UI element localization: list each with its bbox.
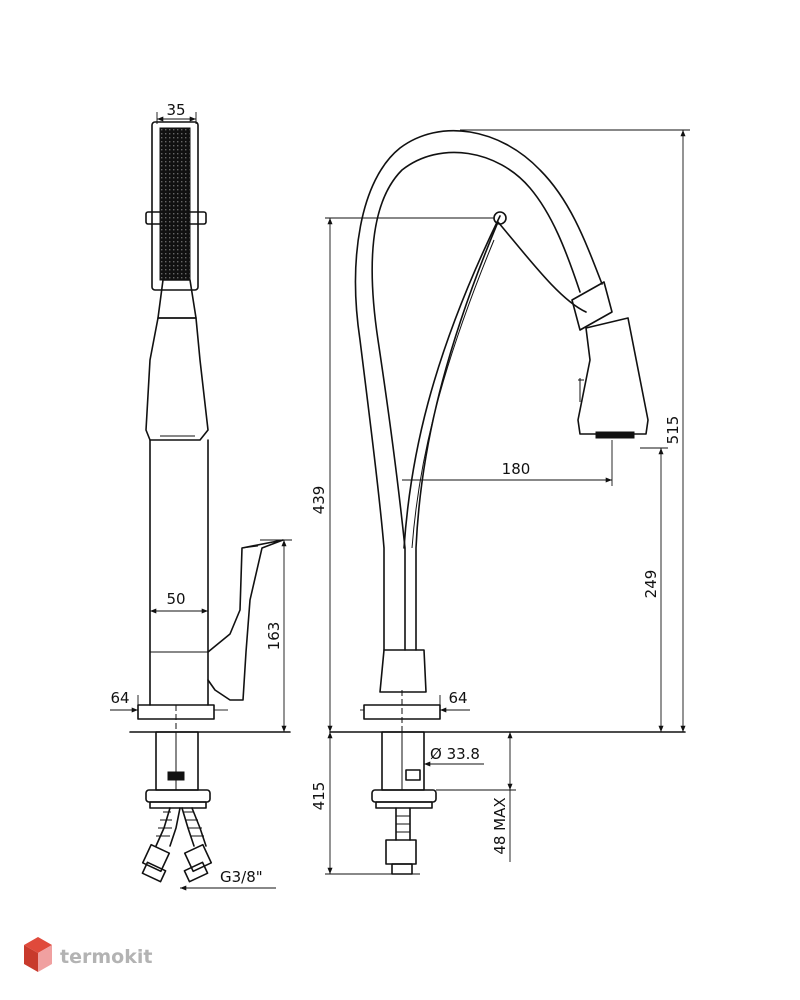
flex-hoses [141, 807, 213, 883]
dim-below-deck: 415 [310, 782, 328, 811]
spout-pivot [493, 211, 507, 225]
dim-spout-height: 439 [310, 486, 328, 515]
dim-lever-height: 163 [265, 622, 283, 651]
dim-total-height: 515 [664, 416, 682, 445]
watermark-text: termokit [60, 946, 152, 968]
spray-head [571, 281, 649, 439]
faucet-body-front [379, 649, 427, 693]
mounting-shank [145, 731, 211, 809]
logo-cube-right [38, 945, 52, 972]
dim-reach: 180 [502, 460, 531, 478]
dim-thread: G3/8" [220, 868, 263, 886]
spout-outer [354, 129, 603, 651]
logo-cube-left [24, 945, 38, 972]
spout-inner [371, 151, 581, 651]
dim-diameter: Ø 33.8 [430, 745, 480, 763]
lever-handle [207, 539, 284, 701]
front-view: 439 515 180 249 64 Ø 33.8 415 48 MAX [310, 129, 690, 875]
dim-deck-max: 48 MAX [491, 797, 509, 854]
side-view: 35 50 64 163 G3/8" [110, 101, 292, 891]
dim-outlet-height: 249 [642, 570, 660, 599]
dim-base-right: 64 [448, 689, 467, 707]
dim-head-width: 35 [166, 101, 185, 119]
faucet-body [145, 317, 209, 441]
dim-base-left: 64 [110, 689, 129, 707]
mounting-shank-front [371, 731, 437, 875]
termokit-logo: termokit [24, 937, 152, 972]
dim-body-width: 50 [166, 590, 185, 608]
faucet-column [149, 439, 209, 706]
spray-head-handle [145, 121, 207, 319]
